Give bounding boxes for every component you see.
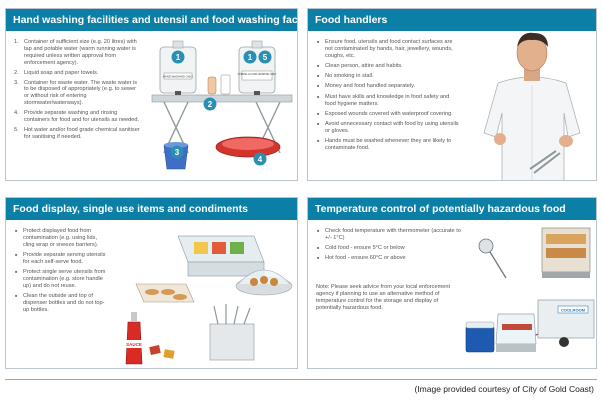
panel-food-handlers: Food handlers Ensure food, utensils and … (307, 8, 597, 181)
list-item: Cold food - ensure 5°C or below (316, 245, 462, 252)
food-handler-illustration (483, 32, 581, 180)
badge-icon: 4 (253, 152, 267, 166)
container-label-utensil: UTENSIL & FOOD WASHING ONLY (238, 73, 277, 76)
list-item: Hands must be washed whenever they are l… (316, 138, 460, 152)
coolroom-label: COOLROOM (561, 308, 586, 313)
temperature-equipment-illustration: COOLROOM (465, 227, 595, 353)
list-item: Hot water and/or food grade chemical san… (14, 126, 140, 140)
svg-text:3: 3 (175, 148, 180, 157)
badge-icon: 1 (243, 50, 257, 64)
food-display-list: Protect displayed food from contaminatio… (14, 228, 110, 317)
list-item: Clean person, attire and habits. (316, 63, 460, 70)
panel-title: Temperature control of potentially hazar… (308, 198, 596, 220)
badge-icon: 5 (258, 50, 272, 64)
temperature-note: Note: Please seek advice from your local… (316, 284, 451, 311)
food-handlers-list: Ensure food, utensils and food contact s… (316, 39, 460, 155)
svg-text:5: 5 (263, 53, 268, 62)
food-display-illustration: SAUCE (125, 235, 293, 365)
footer-divider (5, 379, 597, 380)
list-item: Container for waste water. The waste wat… (14, 79, 138, 107)
list-item: Protect displayed food from contaminatio… (14, 228, 110, 249)
list-item: Liquid soap and paper towels. (14, 69, 99, 77)
list-item: Avoid unnecessary contact with food by u… (316, 121, 460, 135)
hand-washing-list: Container of sufficient size (e.g. 20 li… (12, 39, 140, 144)
list-item: Protect single serve utensils from conta… (14, 269, 110, 290)
list-item: Hot food - ensure 60°C or above (316, 255, 462, 262)
temperature-list: Check food temperature with thermometer … (316, 228, 462, 266)
list-item: Must have skills and knowledge in food s… (316, 94, 460, 108)
panel-temperature-control: Temperature control of potentially hazar… (307, 197, 597, 369)
sauce-label: SAUCE (126, 342, 142, 347)
panel-title: Hand washing facilities and utensil and … (6, 9, 297, 31)
container-label-hand: HAND WASHING ONLY (163, 75, 193, 79)
panel-food-display: Food display, single use items and condi… (5, 197, 298, 369)
panel-title: Food display, single use items and condi… (6, 198, 297, 220)
image-credit: (Image provided courtesy of City of Gold… (414, 384, 594, 394)
list-item: Exposed wounds covered with waterproof c… (316, 111, 460, 118)
list-item: Money and food handled separately. (316, 83, 460, 90)
list-item: Container of sufficient size (e.g. 20 li… (14, 39, 137, 66)
list-item: Provide separate serving utensils for ea… (14, 252, 110, 266)
svg-text:2: 2 (208, 100, 213, 109)
badge-icon: 2 (203, 97, 217, 111)
svg-text:1: 1 (248, 53, 253, 62)
panel-hand-washing: Hand washing facilities and utensil and … (5, 8, 298, 181)
list-item: No smoking in stall. (316, 73, 460, 80)
list-item: Provide separate washing and rinsing con… (14, 110, 140, 124)
svg-text:4: 4 (258, 155, 263, 164)
washing-station-illustration: HAND WASHING ONLY UTENSIL & FOOD WASHING… (151, 40, 293, 170)
list-item: Check food temperature with thermometer … (316, 228, 462, 242)
svg-text:1: 1 (176, 53, 181, 62)
list-item: Ensure food, utensils and food contact s… (316, 39, 460, 60)
badge-icon: 1 (171, 50, 185, 64)
list-item: Clean the outside and top of dispenser b… (14, 293, 110, 314)
badge-icon: 3 (170, 145, 184, 159)
panel-title: Food handlers (308, 9, 596, 31)
